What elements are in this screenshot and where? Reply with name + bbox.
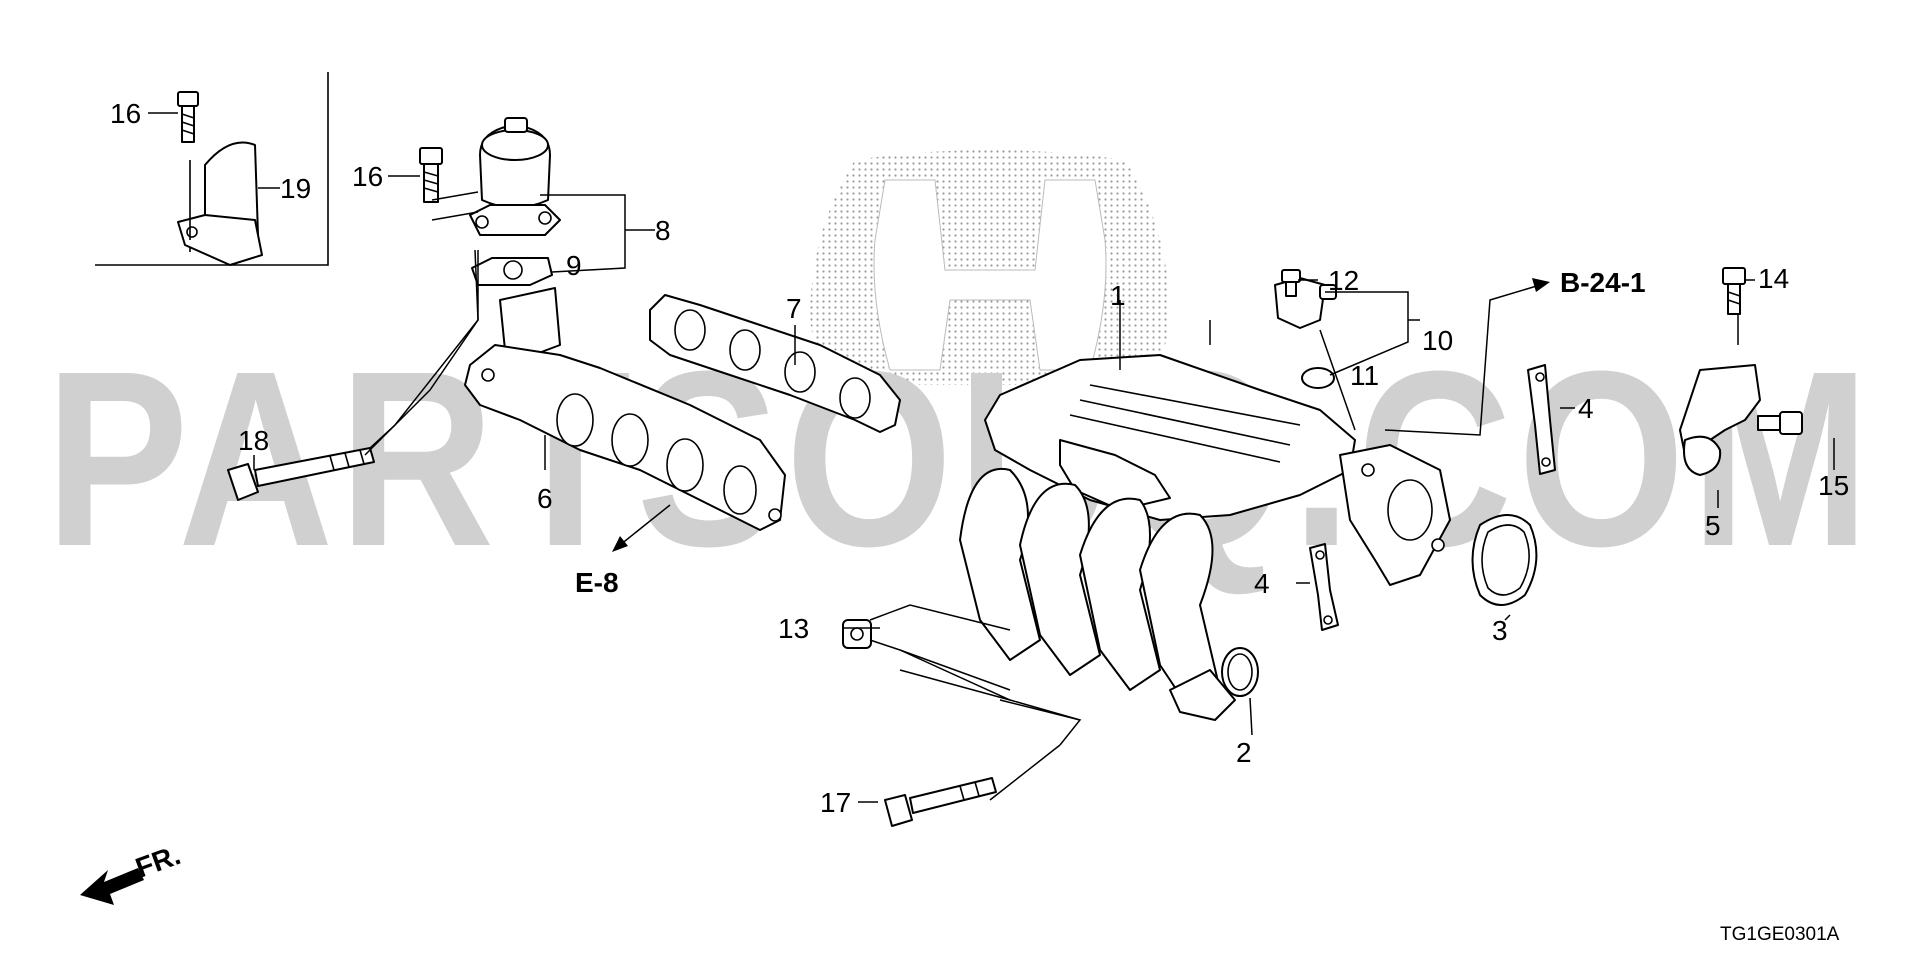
nut-13: [842, 619, 872, 649]
ref-label-b24: B-24-1: [1560, 267, 1646, 298]
callout-1: 1: [1110, 280, 1126, 311]
callout-6: 6: [537, 483, 553, 514]
bolt-18: [227, 447, 375, 501]
callout-18: 18: [238, 425, 269, 456]
callout-19: 19: [280, 173, 311, 204]
egr-cover-part: [177, 141, 263, 266]
callout-5: 5: [1705, 510, 1721, 541]
bolt-14: [1722, 267, 1746, 315]
callout-15: 15: [1818, 470, 1849, 501]
bolt-17: [884, 777, 997, 827]
throttle-gasket-part: [1471, 514, 1538, 606]
bolt-16-valve: [419, 147, 443, 203]
manifold-insulator-part: [464, 287, 786, 531]
callout-7: 7: [786, 293, 802, 324]
bolt-16-inset: [177, 91, 199, 143]
front-marker-label: FR.: [131, 839, 184, 884]
oring-2-part: [1221, 647, 1259, 697]
ref-label-e8: E-8: [575, 567, 619, 598]
callout-17: 17: [820, 787, 851, 818]
callout-8: 8: [655, 215, 671, 246]
egr-valve-part: [469, 117, 561, 236]
callout-3: 3: [1492, 615, 1508, 646]
bolt-12: [1281, 269, 1301, 297]
inset-frame: [95, 72, 329, 266]
callout-9: 9: [566, 250, 582, 281]
front-arrow-icon: [80, 868, 144, 905]
callout-16-inset: 16: [110, 98, 141, 129]
callout-4-upper: 4: [1578, 393, 1594, 424]
ref-arrow-e8: [612, 504, 671, 552]
callout-12: 12: [1328, 265, 1359, 296]
bracket-5-part: [1679, 364, 1761, 476]
bracket-4-lower: [1309, 543, 1339, 631]
diagram-code: TG1GE0301A: [1720, 924, 1840, 945]
callout-2: 2: [1236, 737, 1252, 768]
callout-4-lower: 4: [1254, 568, 1270, 599]
callout-16-valve: 16: [352, 161, 383, 192]
leader-lines: [148, 112, 1835, 803]
egr-gasket-part: [471, 257, 553, 286]
manifold-gasket-part: [649, 294, 901, 433]
bracket-4-upper: [1527, 364, 1556, 475]
nut-15: [1757, 411, 1803, 435]
callout-13: 13: [778, 613, 809, 644]
ref-arrow-b24: [1384, 278, 1550, 436]
callout-11: 11: [1350, 360, 1379, 391]
honda-h-logo: [810, 150, 1170, 385]
callout-10: 10: [1422, 325, 1453, 356]
intake-manifold-part: [959, 354, 1451, 721]
sensor-oring-part: [1301, 367, 1335, 389]
callout-14: 14: [1758, 263, 1789, 294]
